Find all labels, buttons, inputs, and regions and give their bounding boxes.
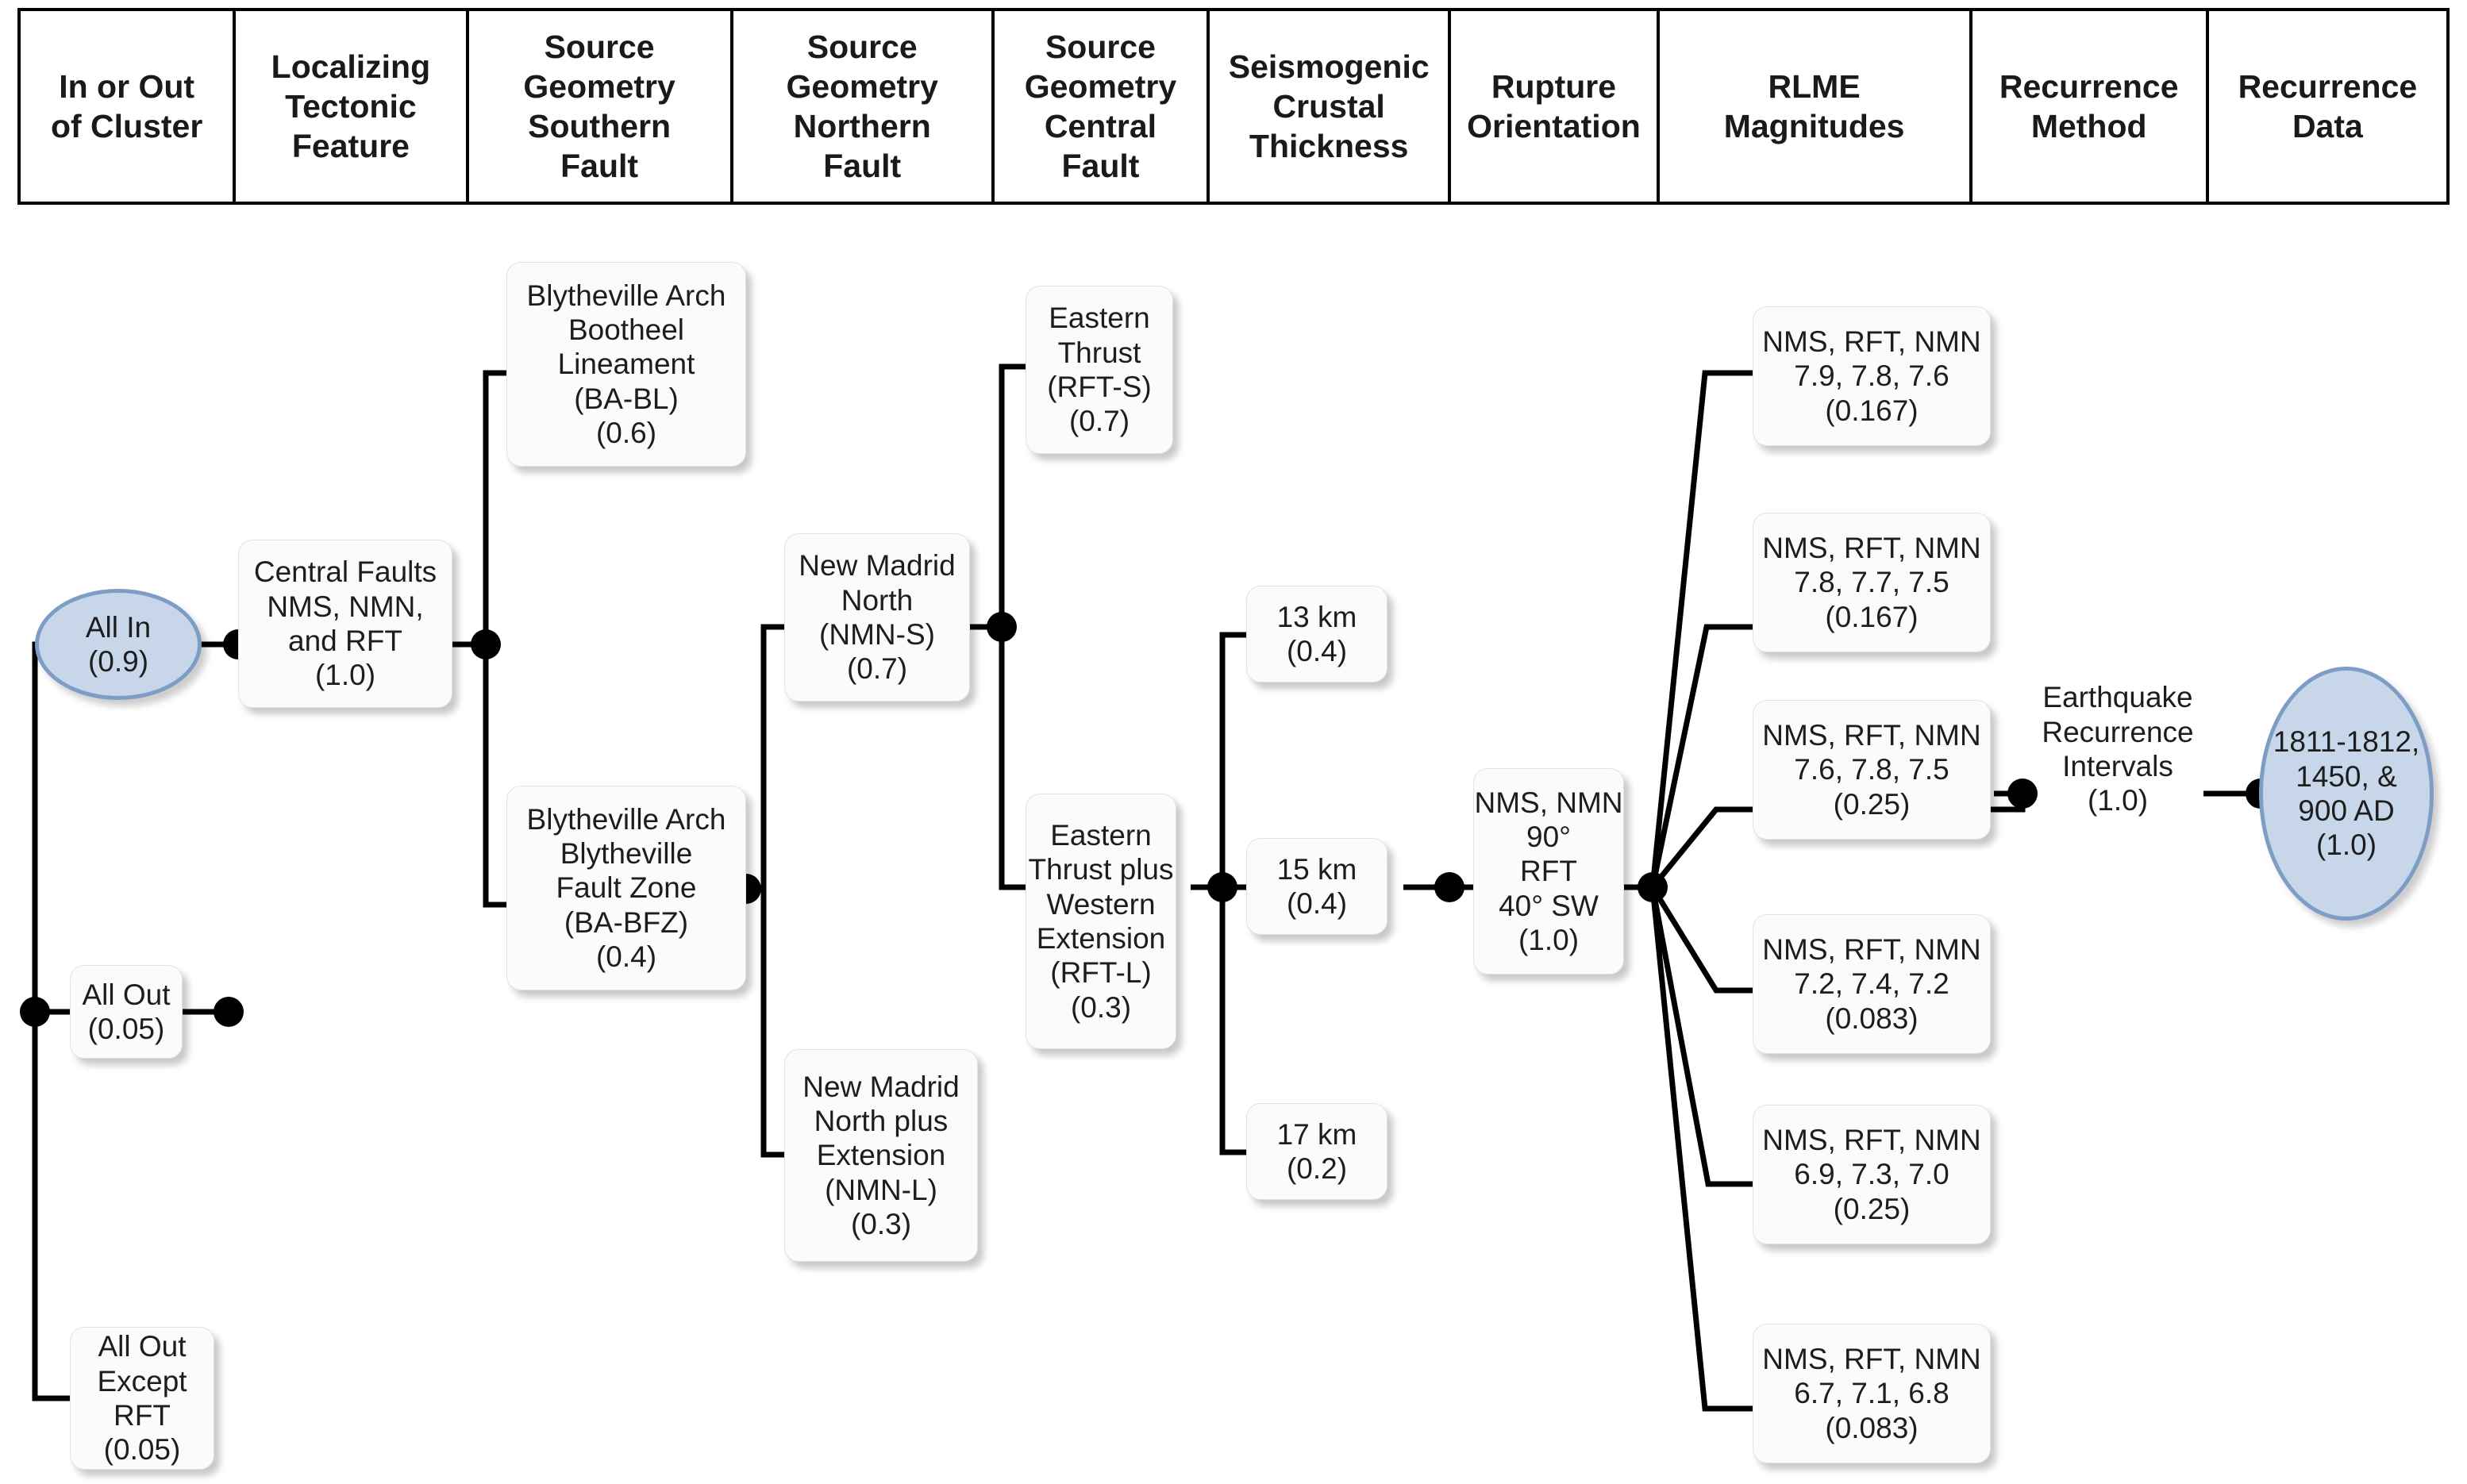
header-col-source-geometry-southern-fault: Source Geometry Southern Fault	[469, 11, 733, 202]
node-all-in[interactable]: All In (0.9)	[35, 589, 202, 700]
node-rft-s[interactable]: Eastern Thrust (RFT-S) (0.7)	[1026, 286, 1173, 454]
header-col-recurrence-method: Recurrence Method	[1972, 11, 2209, 202]
node-nmn-s[interactable]: New Madrid North (NMN-S) (0.7)	[784, 533, 970, 702]
node-rft-l[interactable]: Eastern Thrust plus Western Extension (R…	[1026, 794, 1176, 1049]
header-col-recurrence-data: Recurrence Data	[2238, 67, 2418, 144]
node-ba-bfz[interactable]: Blytheville Arch Blytheville Fault Zone …	[506, 786, 746, 990]
node-all-out-except-rft[interactable]: All Out Except RFT (0.05)	[70, 1327, 214, 1470]
node-rlme-3[interactable]: NMS, RFT, NMN 7.6, 7.8, 7.5 (0.25)	[1753, 700, 1991, 840]
header-col-rlme-magnitudes: RLME Magnitudes	[1660, 11, 1972, 202]
node-rlme-6[interactable]: NMS, RFT, NMN 6.7, 7.1, 6.8 (0.083)	[1753, 1324, 1991, 1463]
node-rupture-orientation[interactable]: NMS, NMN 90° RFT 40° SW (1.0)	[1473, 768, 1624, 975]
node-thickness-17km[interactable]: 17 km (0.2)	[1246, 1103, 1387, 1200]
junction-dot-thickness-out	[1434, 872, 1464, 902]
header-col-localizing-tectonic-feature: Localizing Tectonic Feature	[236, 11, 469, 202]
node-thickness-13km[interactable]: 13 km (0.4)	[1246, 586, 1387, 682]
node-recurrence-data[interactable]: 1811-1812, 1450, & 900 AD (1.0)	[2259, 667, 2434, 921]
node-central-faults[interactable]: Central Faults NMS, NMN, and RFT (1.0)	[238, 540, 452, 708]
header-col-rupture-orientation: Rupture Orientation	[1451, 11, 1660, 202]
node-rlme-5[interactable]: NMS, RFT, NMN 6.9, 7.3, 7.0 (0.25)	[1753, 1105, 1991, 1244]
header-col-in-or-out-of-cluster: In or Out of Cluster	[21, 11, 237, 202]
junction-dot-root	[20, 997, 50, 1027]
node-recurrence-method[interactable]: Earthquake Recurrence Intervals (1.0)	[2042, 681, 2194, 817]
junction-dot-rlme-fan	[1638, 872, 1668, 902]
junction-dot-recurrence-method-in	[2007, 779, 2038, 809]
node-all-out[interactable]: All Out (0.05)	[70, 965, 183, 1059]
node-nmn-l[interactable]: New Madrid North plus Extension (NMN-L) …	[784, 1049, 978, 1262]
node-thickness-15km[interactable]: 15 km (0.4)	[1246, 838, 1387, 935]
node-rlme-2[interactable]: NMS, RFT, NMN 7.8, 7.7, 7.5 (0.167)	[1753, 513, 1991, 652]
header-col-seismogenic-crustal-thickness: Seismogenic Crustal Thickness	[1210, 11, 1452, 202]
junction-dot-central-split	[1207, 872, 1237, 902]
junction-dot-southern-split	[471, 629, 501, 659]
node-rlme-1[interactable]: NMS, RFT, NMN 7.9, 7.8, 7.6 (0.167)	[1753, 306, 1991, 446]
header-col-source-geometry-northern-fault: Source Geometry Northern Fault	[733, 11, 995, 202]
header-col-source-geometry-central-fault: Source Geometry Central Fault	[995, 11, 1210, 202]
junction-dot-northern-split	[987, 612, 1017, 642]
node-rlme-4[interactable]: NMS, RFT, NMN 7.2, 7.4, 7.2 (0.083)	[1753, 914, 1991, 1054]
junction-dot-all-out-end	[214, 997, 244, 1027]
column-header-table: In or Out of Cluster Localizing Tectonic…	[17, 8, 2450, 205]
node-ba-bl[interactable]: Blytheville Arch Bootheel Lineament (BA-…	[506, 262, 746, 467]
